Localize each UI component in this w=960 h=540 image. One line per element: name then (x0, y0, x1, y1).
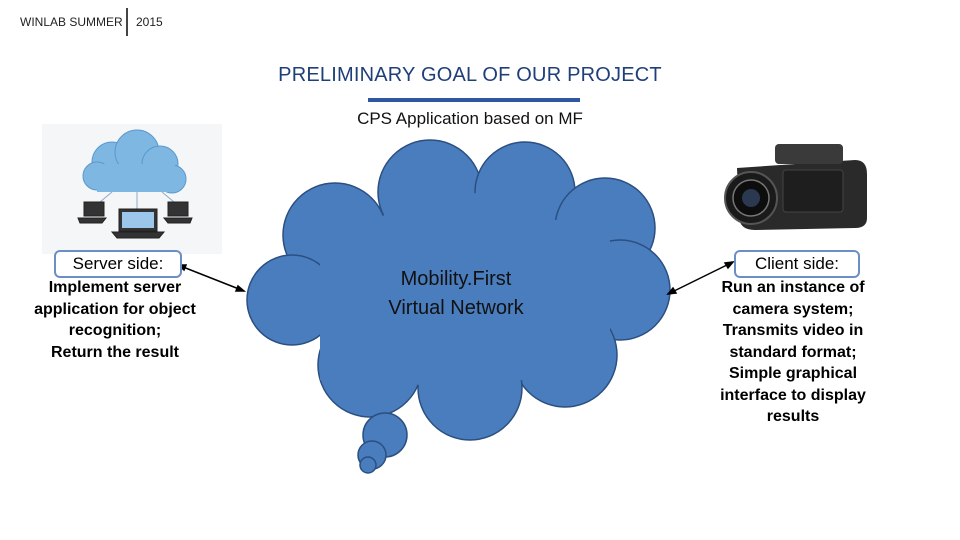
server-desc-line: recognition; (68, 322, 162, 339)
thought-cloud (246, 139, 671, 474)
client-desc-line: Transmits video in (722, 322, 864, 339)
client-desc-line: camera system; (732, 300, 854, 318)
client-desc-line: interface to display (720, 386, 866, 404)
client-desc-line: Run an instance of (721, 279, 865, 296)
header-divider (126, 8, 128, 36)
video-camera-icon (715, 130, 875, 235)
server-desc-line: application for object (34, 300, 196, 318)
client-description: Run an instance of camera system; Transm… (696, 277, 890, 428)
server-desc-line: Implement server (48, 279, 182, 296)
network-line-1: Mobility.First (400, 268, 512, 290)
network-label: Mobility.First Virtual Network (352, 265, 560, 323)
server-description: Implement server application for object … (14, 277, 216, 363)
client-desc-line: results (766, 408, 820, 425)
server-side-label: Server side: (54, 250, 182, 278)
cloud-computing-icon (42, 124, 222, 254)
server-desc-line: Return the result (50, 343, 179, 361)
client-desc-line: Simple graphical (728, 365, 858, 382)
header-org: WINLAB SUMMER (20, 15, 123, 29)
network-line-2: Virtual Network (388, 297, 524, 319)
slide-subtitle: CPS Application based on MF (357, 109, 583, 128)
slide-title: PRELIMINARY GOAL OF OUR PROJECT (278, 64, 662, 86)
header-year: 2015 (136, 15, 163, 29)
client-desc-line: standard format; (729, 343, 857, 361)
title-underline (368, 98, 580, 102)
client-side-label: Client side: (734, 250, 860, 278)
